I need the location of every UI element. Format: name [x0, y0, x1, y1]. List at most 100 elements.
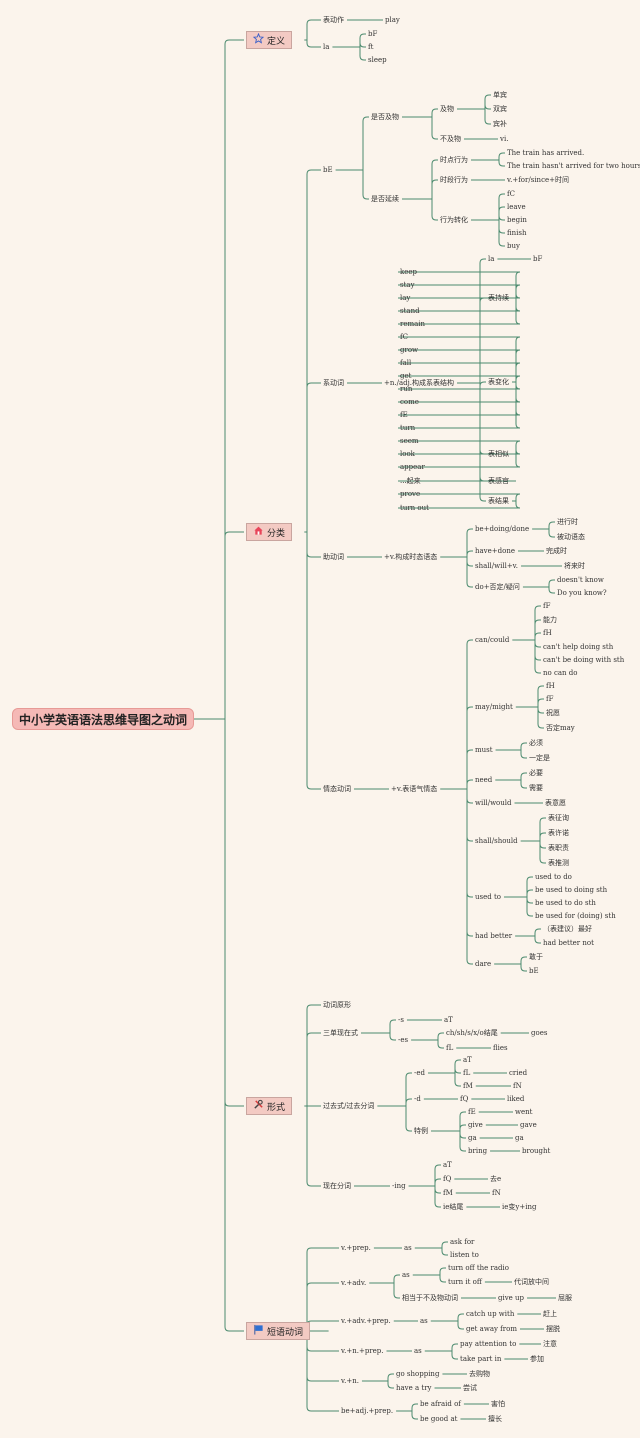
- node-depth-2[interactable]: v.+adv.: [341, 1279, 367, 1287]
- node-depth-5[interactable]: fN: [513, 1082, 522, 1090]
- node-depth-4[interactable]: 表感官: [488, 477, 509, 485]
- node-depth-3[interactable]: be good at: [420, 1415, 458, 1423]
- node-depth-4[interactable]: fL: [463, 1069, 471, 1077]
- node-depth-5[interactable]: grow: [400, 346, 419, 354]
- node-depth-5[interactable]: 表许诺: [548, 829, 569, 837]
- node-depth-3[interactable]: play: [385, 16, 400, 24]
- branch-4[interactable]: 短语动词: [246, 1322, 311, 1340]
- node-depth-3[interactable]: +v.构成时态语态: [384, 553, 438, 561]
- node-depth-5[interactable]: begin: [507, 216, 527, 224]
- node-depth-4[interactable]: shall/should: [475, 837, 518, 845]
- node-depth-5[interactable]: fN: [492, 1189, 501, 1197]
- node-depth-5[interactable]: 摆脱: [546, 1325, 560, 1333]
- node-depth-5[interactable]: liked: [507, 1095, 525, 1103]
- node-depth-5[interactable]: remain: [400, 320, 426, 328]
- node-depth-5[interactable]: get: [400, 372, 412, 380]
- node-depth-3[interactable]: sleep: [368, 56, 387, 64]
- node-depth-3[interactable]: go shopping: [396, 1370, 440, 1378]
- node-depth-5[interactable]: appear: [400, 463, 425, 471]
- node-depth-2[interactable]: 过去式/过去分词: [323, 1102, 375, 1110]
- node-depth-5[interactable]: can't help doing sth: [543, 643, 614, 651]
- node-depth-4[interactable]: must: [475, 746, 493, 754]
- node-depth-5[interactable]: 参加: [530, 1355, 544, 1363]
- node-depth-4[interactable]: listen to: [450, 1251, 479, 1259]
- node-depth-4[interactable]: had better: [475, 932, 513, 940]
- node-depth-4[interactable]: bring: [468, 1147, 488, 1155]
- node-depth-5[interactable]: 敢于: [529, 953, 543, 961]
- node-depth-5[interactable]: The train hasn't arrived for two hours.: [507, 162, 640, 170]
- node-depth-4[interactable]: 害怕: [491, 1400, 505, 1408]
- node-depth-4[interactable]: do+否定/疑问: [475, 583, 520, 591]
- node-depth-5[interactable]: 屈服: [558, 1294, 572, 1302]
- node-depth-4[interactable]: fM: [463, 1082, 473, 1090]
- node-depth-5[interactable]: doesn't know: [557, 576, 604, 584]
- node-depth-2[interactable]: v.+prep.: [341, 1244, 371, 1252]
- node-depth-5[interactable]: 表职责: [548, 844, 569, 852]
- node-depth-5[interactable]: prove: [400, 490, 421, 498]
- node-depth-4[interactable]: 表持续: [488, 294, 509, 302]
- node-depth-5[interactable]: run: [400, 385, 413, 393]
- node-depth-5[interactable]: keep: [400, 268, 418, 276]
- node-depth-5[interactable]: 一定是: [529, 754, 550, 762]
- node-depth-4[interactable]: catch up with: [466, 1310, 515, 1318]
- node-depth-5[interactable]: 进行时: [557, 518, 578, 526]
- node-depth-5[interactable]: ...起来: [400, 477, 421, 485]
- node-depth-5[interactable]: lay: [400, 294, 411, 302]
- node-depth-4[interactable]: fQ: [460, 1095, 469, 1103]
- node-depth-5[interactable]: fF: [546, 695, 554, 703]
- node-depth-5[interactable]: went: [515, 1108, 533, 1116]
- node-depth-4[interactable]: fM: [443, 1189, 453, 1197]
- node-depth-3[interactable]: -ing: [392, 1182, 406, 1190]
- node-depth-5[interactable]: seem: [400, 437, 419, 445]
- node-depth-5[interactable]: finish: [507, 229, 527, 237]
- node-depth-3[interactable]: +v.表语气情态: [391, 785, 438, 793]
- node-depth-5[interactable]: turn out: [400, 504, 429, 512]
- node-depth-5[interactable]: fF: [543, 602, 551, 610]
- node-depth-5[interactable]: 表推测: [548, 859, 569, 867]
- node-depth-5[interactable]: leave: [507, 203, 526, 211]
- node-depth-5[interactable]: cried: [509, 1069, 528, 1077]
- node-depth-5[interactable]: no can do: [543, 669, 578, 677]
- node-depth-5[interactable]: be used for (doing) sth: [535, 912, 616, 920]
- node-depth-4[interactable]: fQ: [443, 1175, 452, 1183]
- node-depth-4[interactable]: ch/sh/s/x/o结尾: [446, 1029, 498, 1037]
- node-depth-5[interactable]: vi.: [500, 135, 509, 143]
- node-depth-3[interactable]: -es: [398, 1036, 409, 1044]
- node-depth-4[interactable]: shall/will+v.: [475, 562, 519, 570]
- node-depth-4[interactable]: be+doing/done: [475, 525, 530, 533]
- node-depth-4[interactable]: ie结尾: [443, 1203, 464, 1211]
- node-depth-2[interactable]: 助动词: [323, 553, 344, 561]
- node-depth-5[interactable]: 表意愿: [545, 799, 566, 807]
- node-depth-5[interactable]: 需要: [529, 784, 543, 792]
- node-depth-4[interactable]: get away from: [466, 1325, 517, 1333]
- node-depth-5[interactable]: 祝愿: [546, 709, 560, 717]
- node-depth-4[interactable]: 不及物: [440, 135, 461, 143]
- node-depth-5[interactable]: gave: [520, 1121, 537, 1129]
- node-depth-5[interactable]: stay: [400, 281, 415, 289]
- node-depth-5[interactable]: brought: [522, 1147, 551, 1155]
- node-depth-5[interactable]: 注意: [543, 1340, 557, 1348]
- branch-2[interactable]: 分类: [246, 523, 293, 541]
- node-depth-5[interactable]: 宾补: [493, 120, 507, 128]
- node-depth-5[interactable]: 被动语态: [557, 533, 585, 541]
- node-depth-4[interactable]: fE: [468, 1108, 476, 1116]
- node-depth-5[interactable]: fall: [400, 359, 412, 367]
- node-depth-5[interactable]: fH: [543, 629, 552, 637]
- node-depth-4[interactable]: ga: [468, 1134, 477, 1142]
- node-depth-4[interactable]: 表变化: [488, 378, 509, 386]
- node-depth-2[interactable]: v.+adv.+prep.: [341, 1317, 391, 1325]
- node-depth-5[interactable]: 表征询: [548, 814, 569, 822]
- node-depth-3[interactable]: ft: [368, 43, 374, 51]
- node-depth-3[interactable]: 相当于不及物动词: [402, 1294, 458, 1302]
- node-depth-3[interactable]: as: [414, 1347, 422, 1355]
- node-depth-5[interactable]: goes: [531, 1029, 548, 1037]
- node-depth-4[interactable]: will/would: [475, 799, 512, 807]
- node-depth-4[interactable]: dare: [475, 960, 492, 968]
- node-depth-3[interactable]: have a try: [396, 1384, 432, 1392]
- node-depth-3[interactable]: bF: [368, 30, 378, 38]
- node-depth-5[interactable]: had better not: [543, 939, 594, 947]
- node-depth-5[interactable]: 完成时: [546, 547, 567, 555]
- node-depth-3[interactable]: -d: [414, 1095, 421, 1103]
- node-depth-4[interactable]: give: [468, 1121, 483, 1129]
- node-depth-4[interactable]: give up: [498, 1294, 525, 1302]
